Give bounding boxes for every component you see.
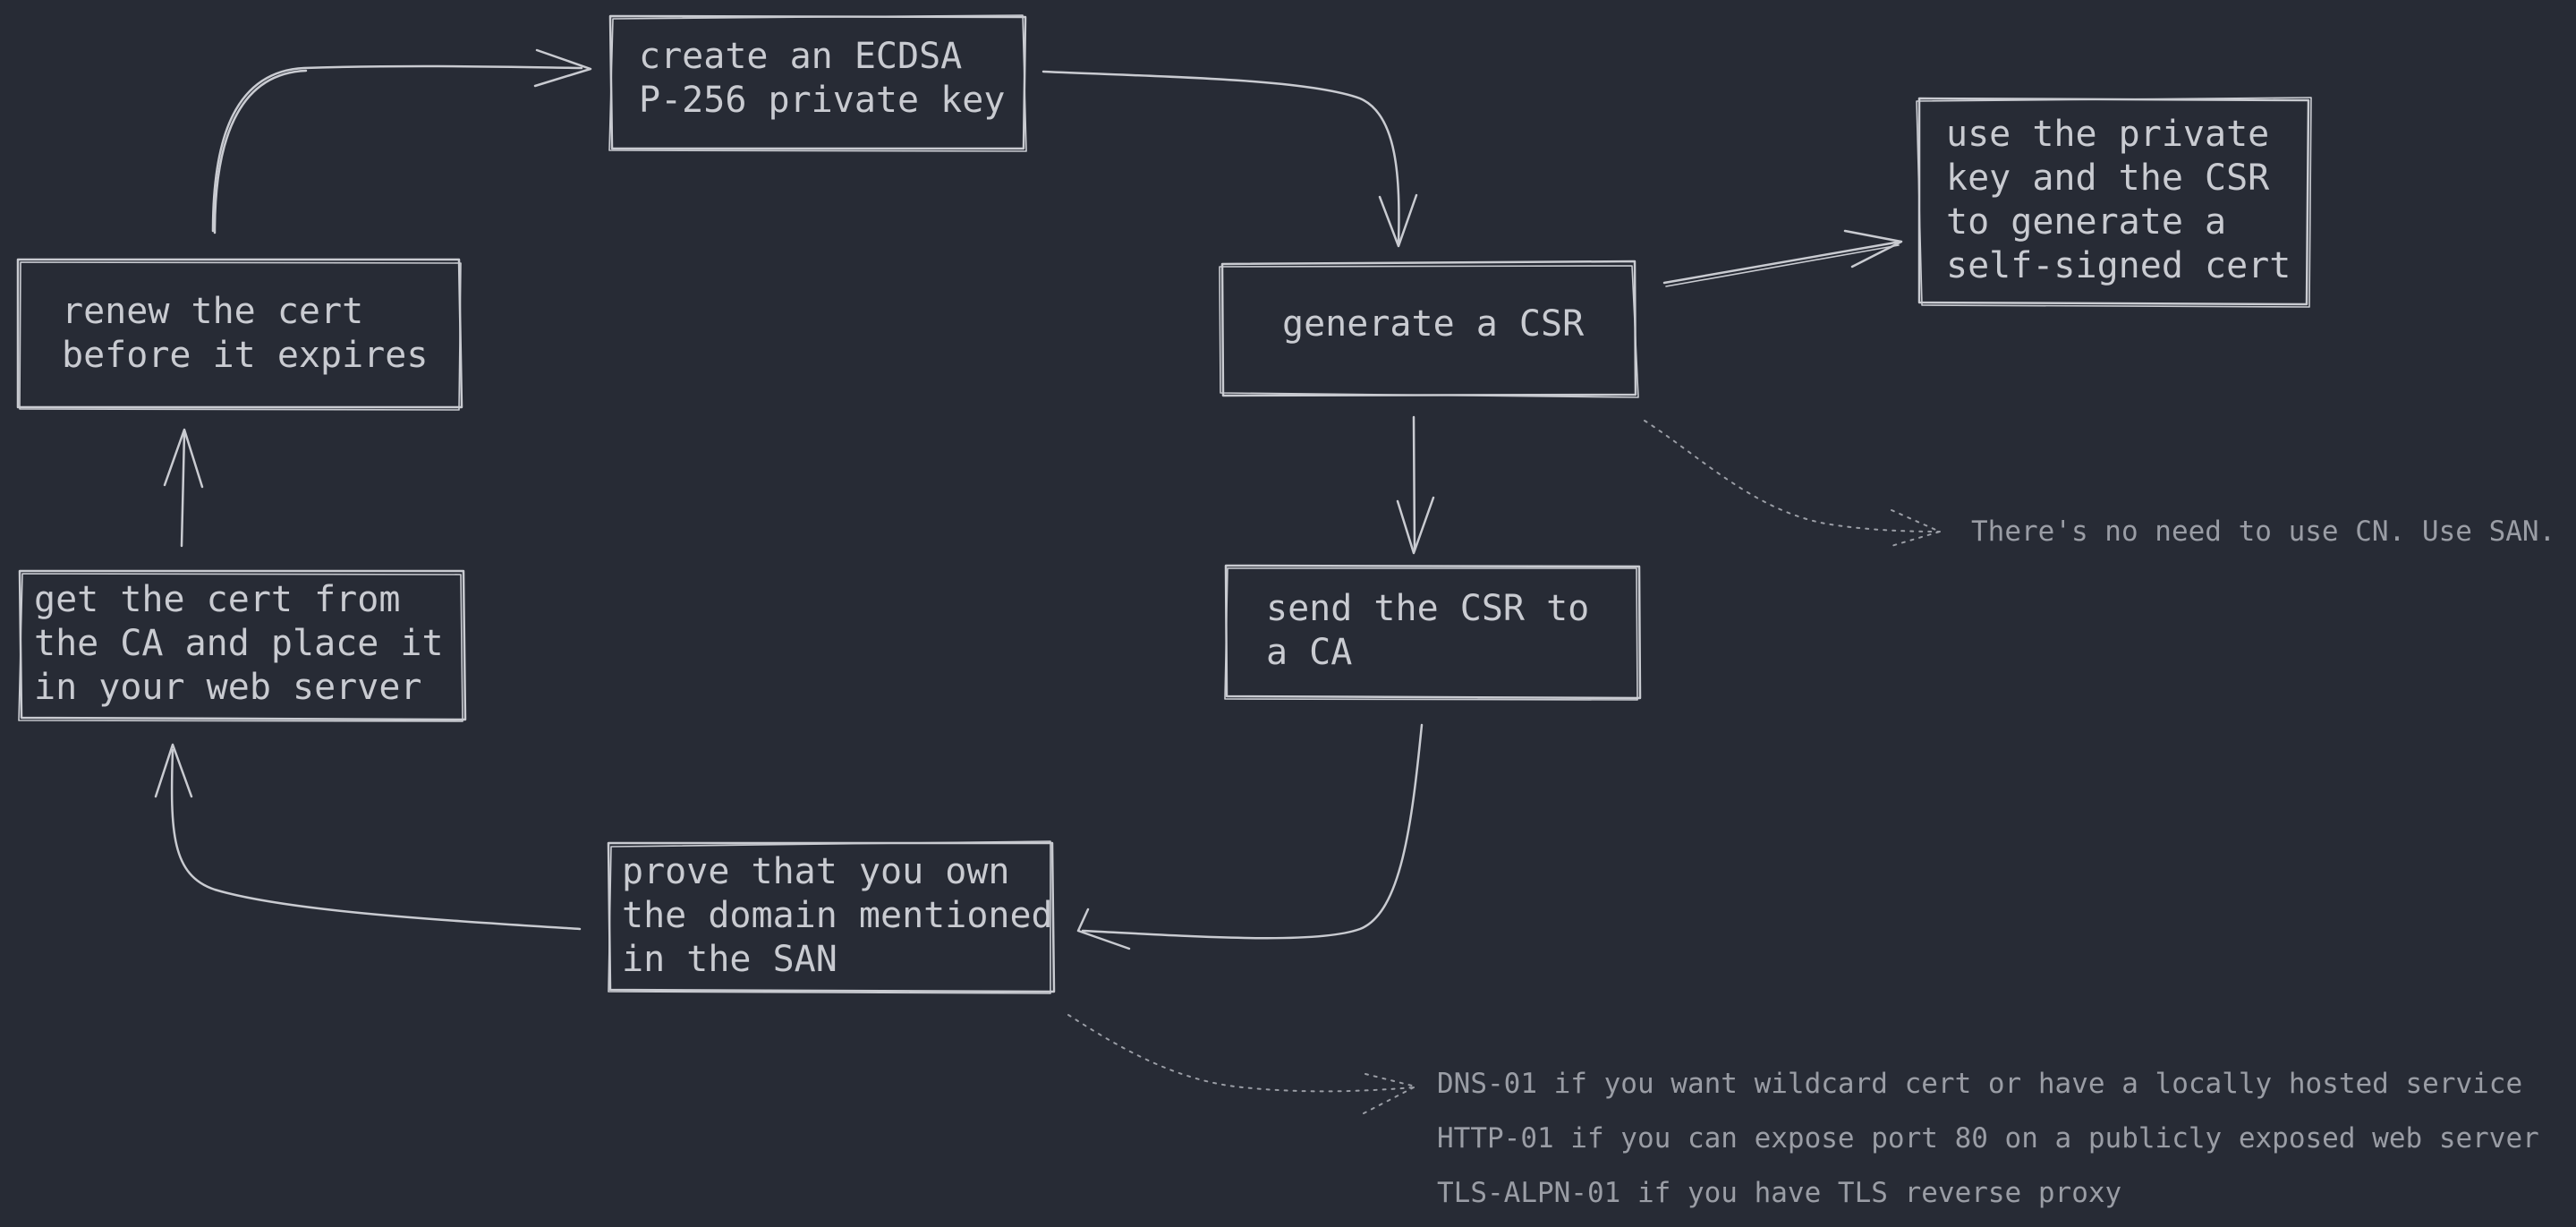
note-csr-use-san: There's no need to use CN. Use SAN. <box>1971 516 2556 548</box>
arrow-renew-to-create <box>211 48 592 234</box>
note-challenge-dns-01: DNS-01 if you want wildcard cert or have… <box>1437 1068 2523 1100</box>
dotted-connector-csr-note <box>1644 420 1943 547</box>
node-self-signed-cert-label: use the private key and the CSR to gener… <box>1946 114 2291 286</box>
dotted-connector-challenges-note <box>1067 1014 1418 1114</box>
note-challenge-http-01: HTTP-01 if you can expose port 80 on a p… <box>1437 1122 2539 1155</box>
box-outline-create-key <box>608 14 1027 152</box>
arrow-send-to-prove <box>1076 723 1424 950</box>
node-send-csr-to-ca: send the CSR to a CA <box>1226 566 1640 700</box>
arrow-generate-to-self-signed <box>1662 229 1903 287</box>
node-prove-domain-ownership: prove that you own the domain mentioned … <box>608 843 1054 993</box>
node-get-cert-from-ca-label: get the cert from the CA and place it in… <box>34 579 444 708</box>
node-generate-csr-label: generate a CSR <box>1282 303 1585 345</box>
arrow-create-to-generate <box>1041 70 1418 248</box>
box-outline-self-signed <box>1916 97 2312 308</box>
node-self-signed-cert: use the private key and the CSR to gener… <box>1919 98 2309 306</box>
node-prove-domain-ownership-label: prove that you own the domain mentioned … <box>622 851 1053 980</box>
box-outline-generate-csr <box>1219 260 1639 398</box>
box-outline-prove-domain <box>607 840 1056 994</box>
arrow-prove-to-get <box>154 743 582 931</box>
node-send-csr-to-ca-label: send the CSR to a CA <box>1266 588 1590 673</box>
arrow-generate-to-send <box>1396 415 1435 555</box>
node-generate-csr: generate a CSR <box>1222 263 1637 397</box>
box-outline-renew-cert <box>16 258 463 411</box>
node-get-cert-from-ca: get the cert from the CA and place it in… <box>20 571 465 721</box>
node-renew-cert: renew the cert before it expires <box>18 260 462 409</box>
box-outline-get-cert <box>18 569 467 722</box>
note-challenge-tls-alpn-01: TLS-ALPN-01 if you have TLS reverse prox… <box>1437 1177 2122 1209</box>
node-create-private-key: create an ECDSA P-256 private key <box>610 16 1026 150</box>
arrow-get-to-renew <box>163 428 204 548</box>
node-create-private-key-label: create an ECDSA P-256 private key <box>639 36 1006 121</box>
box-outline-send-csr <box>1224 564 1642 701</box>
node-renew-cert-label: renew the cert before it expires <box>62 291 429 376</box>
